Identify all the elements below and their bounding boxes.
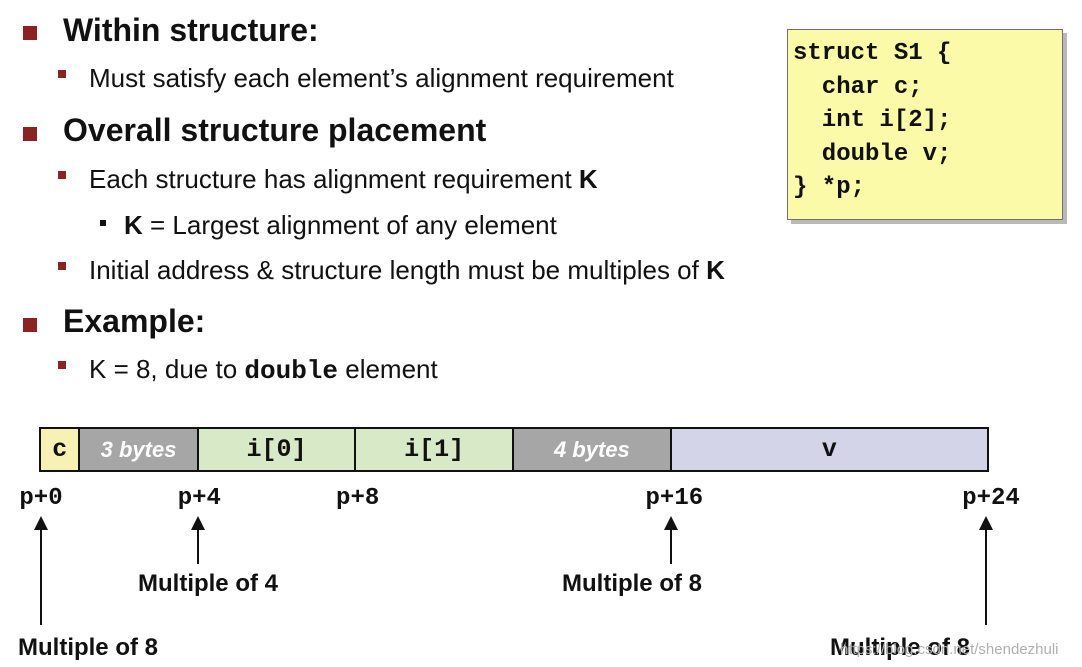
bullet-square: [23, 26, 37, 40]
address-label: p+8: [336, 485, 380, 512]
bullet-square: [58, 262, 66, 270]
overall-item-1-text: Each structure has alignment requirement: [89, 164, 579, 194]
example-item-1-pre: K = 8, due to: [89, 354, 245, 384]
overall-item-2-text: Initial address & structure length must …: [89, 255, 707, 285]
bullet-square: [58, 361, 66, 369]
example-item-1: K = 8, due to double element: [89, 356, 438, 384]
overall-item-1-k: K: [578, 164, 598, 194]
within-item-1: Must satisfy each element’s alignment re…: [89, 63, 674, 93]
struct-code-box: struct S1 { char c; int i[2]; double v; …: [787, 29, 1063, 220]
heading-overall-placement: Overall structure placement: [63, 112, 487, 148]
heading-example: Example:: [63, 303, 206, 339]
memory-cell-i0: i[0]: [198, 429, 357, 470]
overall-item-2-k: K: [706, 255, 725, 285]
example-item-1-code: double: [244, 356, 339, 386]
address-label: p+16: [645, 485, 704, 512]
address-label: p+24: [962, 485, 1020, 512]
watermark: https://blog.csdn.net/shendezhuli: [840, 641, 1059, 658]
note-multiple-p0: Multiple of 8: [18, 634, 158, 661]
arrow-p16: [664, 516, 678, 564]
address-label: p+0: [19, 485, 63, 512]
bullet-square: [58, 70, 66, 78]
padding-cell: 3 bytes: [80, 429, 199, 470]
arrow-p4: [191, 516, 205, 564]
note-multiple-p16: Multiple of 8: [562, 570, 702, 597]
overall-subitem-text: = Largest alignment of any element: [142, 210, 557, 240]
note-multiple-p24: Multiple of 8: [830, 634, 970, 661]
overall-item-2: Initial address & structure length must …: [89, 257, 725, 283]
memory-cell-i1: i[1]: [356, 429, 515, 470]
bullet-square: [23, 318, 37, 332]
memory-cell-c: c: [41, 429, 81, 470]
padding-cell: 4 bytes: [514, 429, 672, 470]
overall-subitem-k: K: [124, 210, 143, 240]
note-multiple-p4: Multiple of 4: [138, 570, 278, 597]
heading-within-structure: Within structure:: [63, 12, 319, 48]
address-label: p+4: [177, 485, 221, 512]
overall-subitem: K = Largest alignment of any element: [124, 212, 557, 238]
bullet-square: [23, 127, 37, 141]
bullet-square: [58, 171, 66, 179]
arrow-p0: [34, 516, 48, 625]
memory-cell-v: v: [671, 429, 987, 470]
bullet-square-small: [100, 220, 106, 226]
struct-code: struct S1 { char c; int i[2]; double v; …: [793, 40, 952, 201]
overall-item-1: Each structure has alignment requirement…: [89, 166, 598, 192]
example-item-1-post: element: [338, 354, 438, 384]
arrow-p24: [979, 516, 993, 625]
